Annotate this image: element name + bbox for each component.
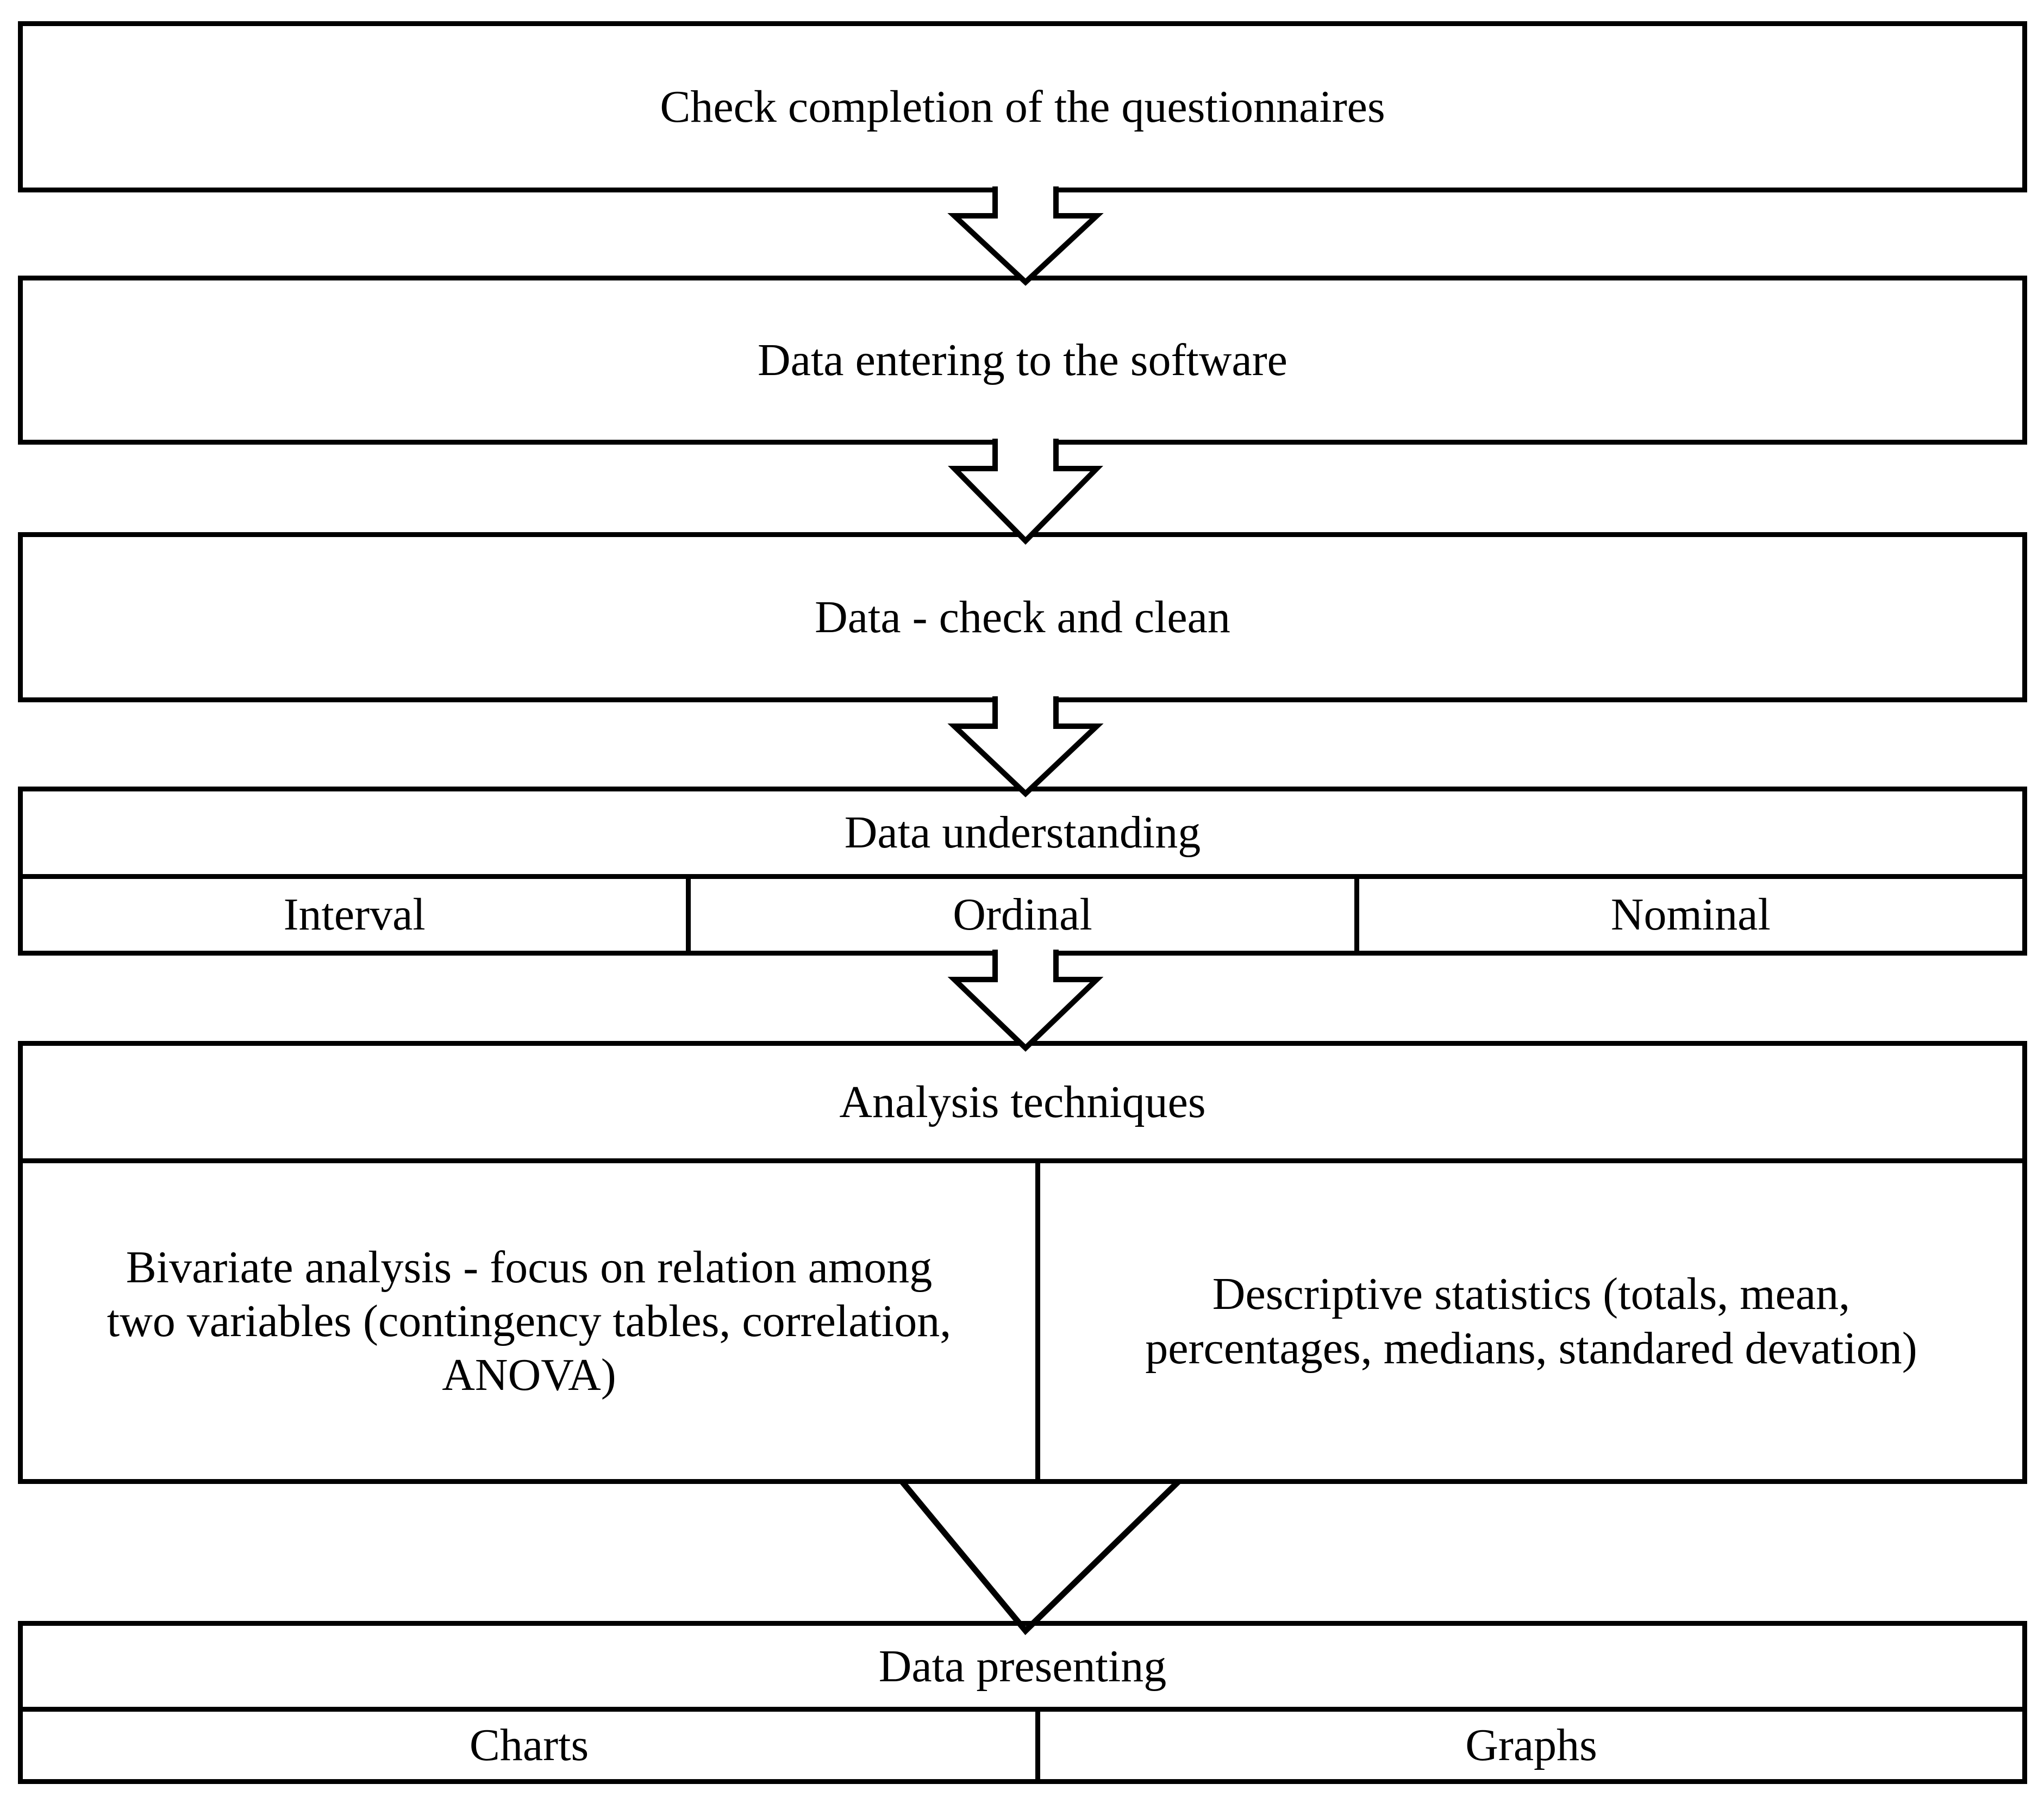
section-title: Analysis techniques [839,1076,1206,1127]
cell-ordinal: Ordinal [686,879,1354,951]
cell-bivariate-analysis: Bivariate analysis - focus on relation a… [18,1158,1040,1484]
cell-label: Interval [283,889,426,940]
data-understanding-header: Data understanding [23,791,2022,879]
section-title: Data presenting [878,1640,1167,1692]
cell-label: Descriptive statistics (totals, mean, pe… [1145,1269,1917,1374]
section-title: Data understanding [844,807,1201,858]
cell-descriptive-statistics: Descriptive statistics (totals, mean, pe… [1035,1158,2027,1484]
cell-label: Graphs [1465,1720,1597,1771]
cell-label: Bivariate analysis - focus on relation a… [107,1242,952,1401]
down-arrow-icon [948,439,1103,545]
data-understanding-row: Interval Ordinal Nominal [23,879,2022,951]
step-box-data-entering: Data entering to the software [18,276,2027,445]
cell-label: Nominal [1610,889,1771,940]
step-label: Data entering to the software [758,334,1287,385]
step-box-data-check-clean: Data - check and clean [18,532,2027,702]
down-arrow-icon [947,186,1104,286]
cell-label: Ordinal [953,889,1092,940]
step-box-check-completion: Check completion of the questionnaires [18,21,2027,192]
data-understanding-box: Data understanding Interval Ordinal Nomi… [18,787,2027,956]
step-label: Data - check and clean [815,591,1230,642]
data-presenting-header: Data presenting [23,1626,2022,1712]
down-arrow-icon [947,950,1104,1052]
data-presenting-box: Data presenting Charts Graphs [18,1621,2027,1784]
v-connector-icon [899,1480,1180,1636]
cell-label: Charts [469,1720,589,1771]
cell-charts: Charts [23,1712,1040,1779]
step-label: Check completion of the questionnaires [660,81,1385,132]
data-presenting-row: Charts Graphs [23,1712,2022,1779]
cell-nominal: Nominal [1354,879,2022,951]
analysis-techniques-header: Analysis techniques [18,1041,2027,1163]
cell-interval: Interval [23,879,686,951]
cell-graphs: Graphs [1040,1712,2022,1779]
down-arrow-icon [947,696,1104,797]
